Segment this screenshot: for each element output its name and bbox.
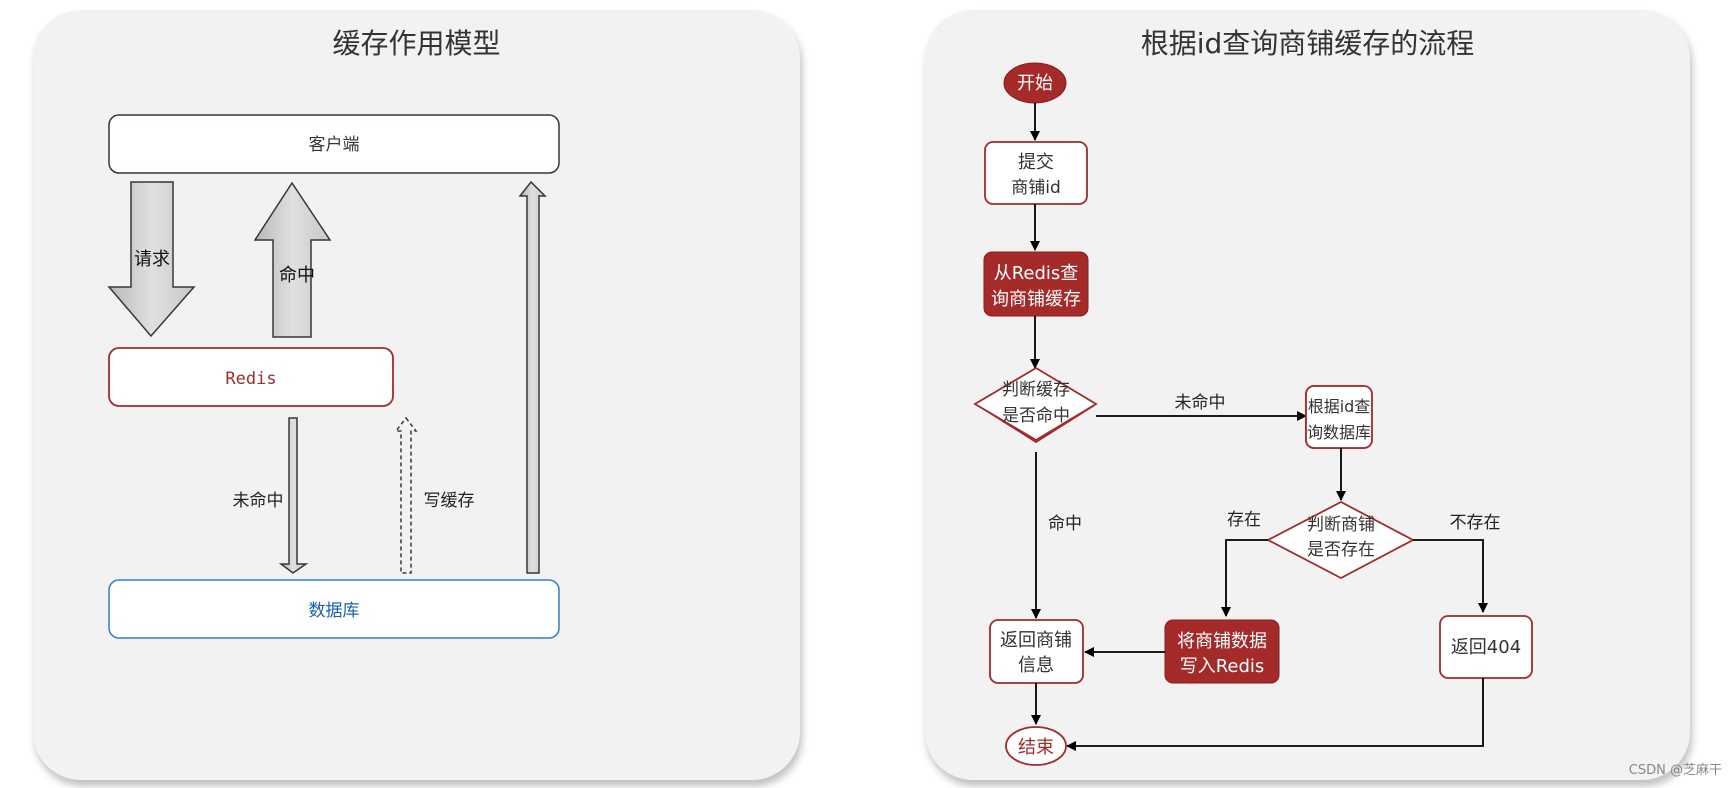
shop-cache-flow-panel: 根据id查询商铺缓存的流程 开始 提交 商铺id 从Redis查 询商铺缓存	[925, 10, 1690, 780]
edge-label-hit: 命中	[1048, 514, 1082, 534]
query-db-node: 根据id查 询数据库	[1305, 385, 1373, 449]
submit-label-2: 商铺id	[1011, 178, 1061, 198]
request-label: 请求	[134, 249, 170, 270]
query-db-label-1: 根据id查	[1308, 397, 1371, 416]
edge-not-exists	[1413, 539, 1488, 613]
return-404-node: 返回404	[1439, 615, 1533, 679]
write-redis-label-2: 写入Redis	[1180, 656, 1265, 677]
judge-hit-label-1: 判断缓存	[1002, 380, 1070, 400]
hit-arrow: 命中	[253, 181, 332, 338]
edge-exists	[1221, 539, 1268, 617]
query-db-label-2: 询数据库	[1307, 423, 1371, 442]
write-redis-node: 将商铺数据 写入Redis	[1164, 619, 1280, 684]
shop-cache-flow-title: 根据id查询商铺缓存的流程	[1140, 27, 1475, 60]
cache-model-title: 缓存作用模型	[332, 27, 501, 60]
write-redis-label-1: 将商铺数据	[1177, 631, 1267, 652]
judge-hit-node: 判断缓存 是否命中	[973, 366, 1098, 444]
client-label: 客户端	[309, 135, 360, 155]
db-to-client-arrow	[518, 180, 547, 574]
database-node: 数据库	[108, 579, 560, 639]
miss-label: 未命中	[233, 491, 284, 511]
end-node: 结束	[1005, 726, 1067, 766]
judge-exist-label-1: 判断商铺	[1307, 515, 1375, 535]
end-label: 结束	[1018, 737, 1054, 758]
return-info-label-1: 返回商铺	[1000, 630, 1072, 651]
judge-exist-label-2: 是否存在	[1307, 540, 1375, 560]
request-arrow: 请求	[107, 181, 196, 338]
return-404-label: 返回404	[1451, 637, 1521, 658]
edge-label-not-exists: 不存在	[1450, 513, 1501, 533]
return-info-node: 返回商铺 信息	[989, 619, 1084, 684]
query-redis-node: 从Redis查 询商铺缓存	[983, 251, 1089, 317]
query-redis-label-1: 从Redis查	[994, 263, 1079, 284]
edge-404-end	[1066, 678, 1484, 751]
submit-label-1: 提交	[1018, 152, 1054, 173]
cache-model-panel: 缓存作用模型 客户端 请求 命中	[33, 10, 800, 780]
hit-label: 命中	[279, 265, 315, 286]
database-label: 数据库	[309, 601, 360, 621]
edge-label-miss: 未命中	[1175, 393, 1226, 413]
redis-node: Redis	[108, 347, 394, 407]
write-cache-label: 写缓存	[424, 491, 475, 511]
client-node: 客户端	[108, 114, 560, 174]
write-cache-arrow: 写缓存	[394, 416, 475, 574]
query-redis-label-2: 询商铺缓存	[991, 289, 1081, 310]
shop-cache-flowchart: 开始 提交 商铺id 从Redis查 询商铺缓存 判断缓存 是否命中 未命中	[973, 62, 1533, 766]
miss-arrow: 未命中	[233, 417, 309, 574]
cache-model-diagram: 客户端 请求 命中 Redis 未命中 写缓存	[107, 114, 560, 639]
submit-node: 提交 商铺id	[984, 141, 1088, 205]
redis-label: Redis	[225, 369, 276, 389]
start-node: 开始	[1003, 62, 1067, 104]
judge-hit-label-2: 是否命中	[1002, 406, 1070, 426]
judge-exist-node: 判断商铺 是否存在	[1266, 500, 1415, 580]
watermark: CSDN @芝麻干	[1628, 763, 1722, 778]
start-label: 开始	[1017, 73, 1053, 94]
edge-label-exists: 存在	[1227, 510, 1261, 530]
return-info-label-2: 信息	[1018, 655, 1054, 676]
